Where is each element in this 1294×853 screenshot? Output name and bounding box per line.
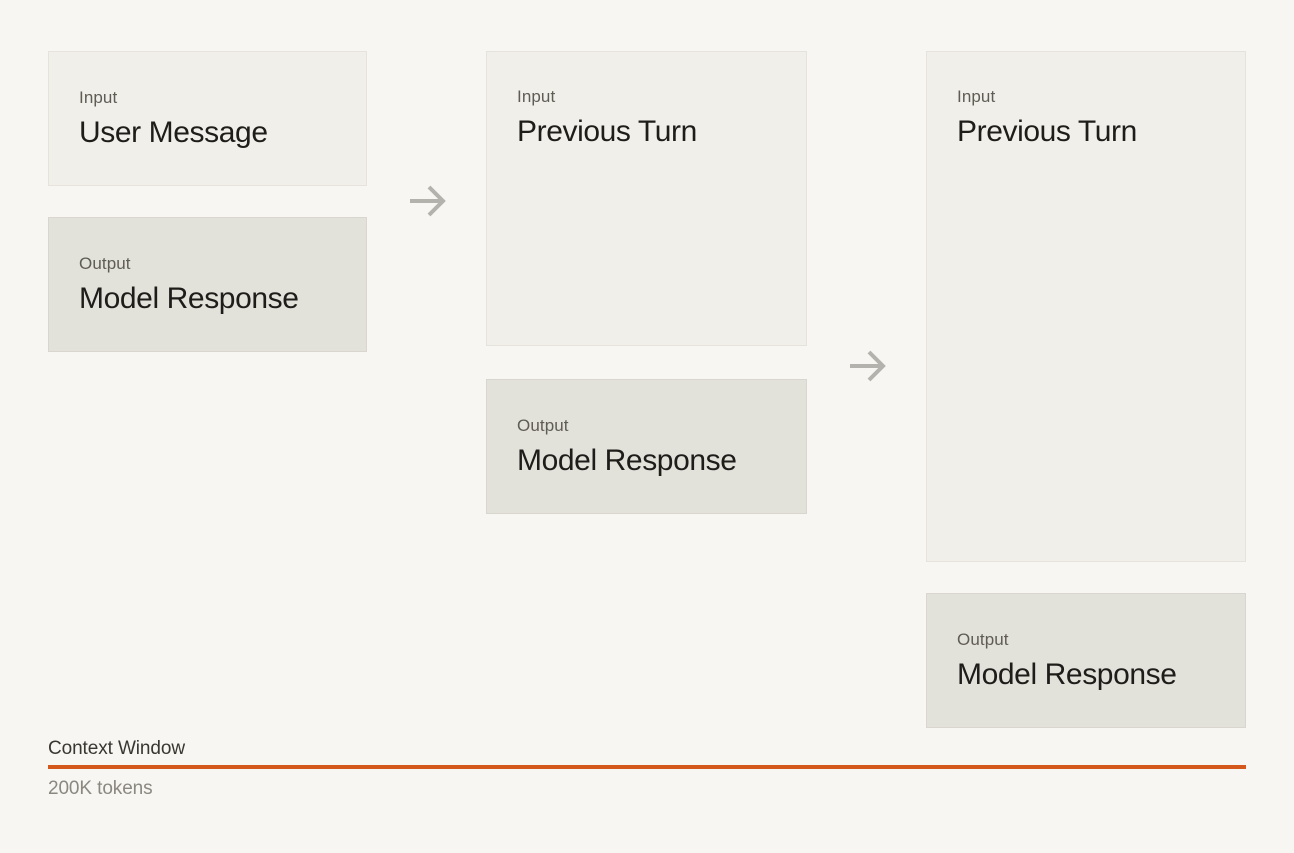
- turn1-output-title: Model Response: [79, 282, 299, 315]
- turn3-input-box: Input Previous Turn: [926, 51, 1246, 562]
- turn2-output-label: Output: [517, 416, 569, 435]
- turn2-input-box: Input Previous Turn: [486, 51, 807, 346]
- turn2-output-box: Output Model Response: [486, 379, 807, 514]
- turn2-input-label: Input: [517, 87, 556, 106]
- context-window-rule: [48, 765, 1246, 769]
- turn3-output-title: Model Response: [957, 658, 1177, 691]
- turn1-output-label: Output: [79, 254, 131, 273]
- right-arrow-icon: [845, 344, 889, 388]
- turn2-output-title: Model Response: [517, 444, 737, 477]
- turn3-input-title: Previous Turn: [957, 115, 1137, 148]
- turn1-input-box: Input User Message: [48, 51, 367, 186]
- turn3-output-label: Output: [957, 630, 1009, 649]
- turn3-input-label: Input: [957, 87, 996, 106]
- turn1-input-label: Input: [79, 88, 118, 107]
- context-window-title: Context Window: [48, 738, 185, 759]
- turn1-input-title: User Message: [79, 116, 268, 149]
- turn2-input-title: Previous Turn: [517, 115, 697, 148]
- turn1-output-box: Output Model Response: [48, 217, 367, 352]
- right-arrow-icon: [405, 179, 449, 223]
- context-window-subtitle: 200K tokens: [48, 778, 153, 799]
- turn3-output-box: Output Model Response: [926, 593, 1246, 728]
